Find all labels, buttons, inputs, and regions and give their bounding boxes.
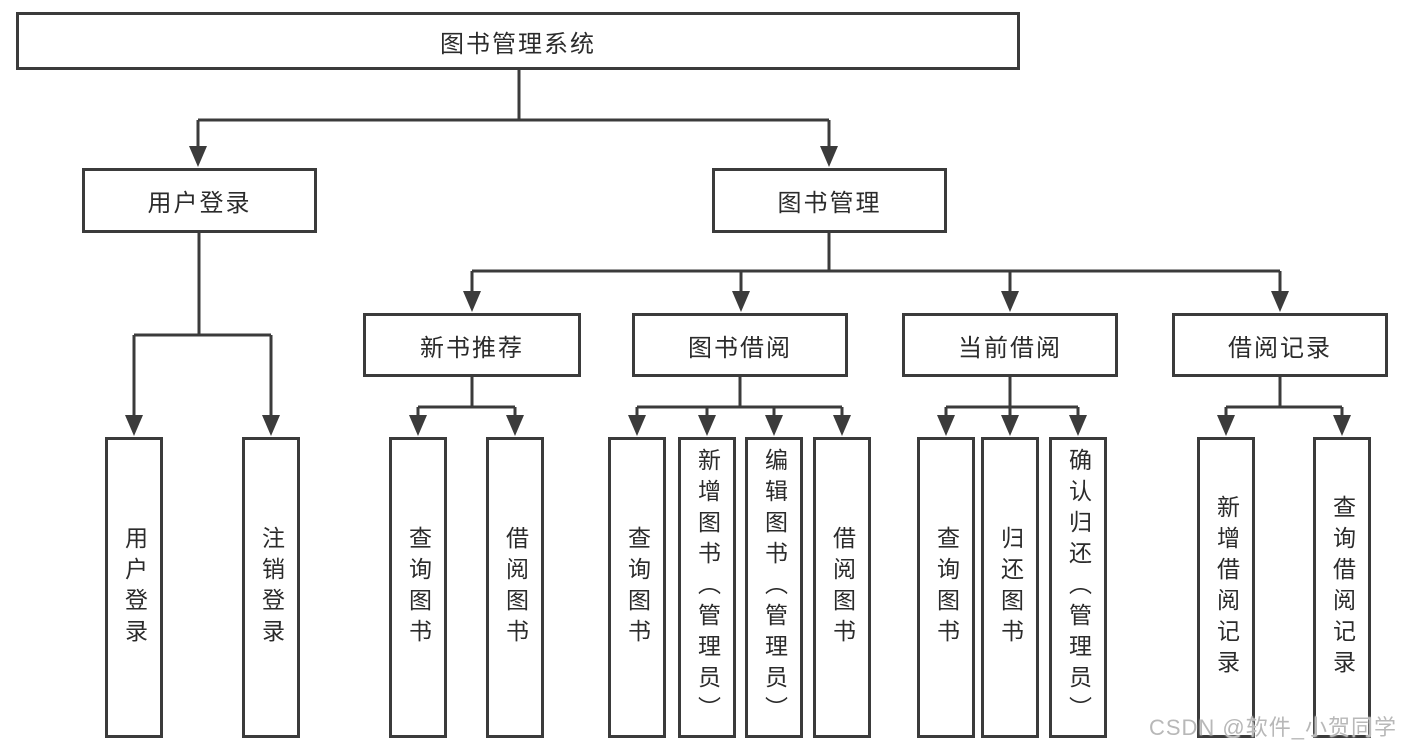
csdn-watermark: CSDN @软件_小贺同学 <box>1148 715 1397 740</box>
node-book-borrowing-label: 图书借阅 <box>688 334 792 362</box>
node-library-system: 图书管理系统 <box>16 12 1020 70</box>
node-library-system-label: 图书管理系统 <box>440 30 596 58</box>
leaf-query-books-current: 查询图书 <box>917 437 975 738</box>
leaf-query-books-recommend-label: 查询图书 <box>405 525 432 650</box>
leaf-user-login-label: 用户登录 <box>121 525 148 650</box>
leaf-borrow-books-borrowing-label: 借阅图书 <box>829 525 856 650</box>
node-book-management-label: 图书管理 <box>777 190 882 217</box>
node-current-borrowing: 当前借阅 <box>902 313 1118 377</box>
leaf-query-borrow-record: 查询借阅记录 <box>1313 437 1371 738</box>
connector-book-borrowing-children <box>628 377 851 436</box>
leaf-add-book-admin-label: 新增图书（管理员） <box>694 448 721 727</box>
node-user-login: 用户登录 <box>82 168 317 233</box>
leaf-confirm-return-admin-label: 确认归还（管理员） <box>1065 448 1092 727</box>
connector-book-management-children <box>463 233 1289 312</box>
leaf-add-book-admin: 新增图书（管理员） <box>678 437 736 738</box>
leaf-confirm-return-admin: 确认归还（管理员） <box>1049 437 1107 738</box>
node-new-book-recommend-label: 新书推荐 <box>420 334 524 362</box>
leaf-add-borrow-record-label: 新增借阅记录 <box>1213 494 1240 681</box>
leaf-return-book-label: 归还图书 <box>997 525 1024 650</box>
leaf-query-books-borrowing-label: 查询图书 <box>624 525 651 650</box>
leaf-query-borrow-record-label: 查询借阅记录 <box>1329 494 1356 681</box>
leaf-add-borrow-record: 新增借阅记录 <box>1197 437 1255 738</box>
node-borrowing-records-label: 借阅记录 <box>1228 334 1332 362</box>
leaf-borrow-books-borrowing: 借阅图书 <box>813 437 871 738</box>
leaf-logout: 注销登录 <box>242 437 300 738</box>
node-user-login-label: 用户登录 <box>147 190 252 217</box>
leaf-borrow-books-recommend: 借阅图书 <box>486 437 544 738</box>
leaf-query-books-borrowing: 查询图书 <box>608 437 666 738</box>
leaf-user-login: 用户登录 <box>105 437 163 738</box>
node-book-borrowing: 图书借阅 <box>632 313 848 377</box>
connector-current-borrowing-children <box>937 377 1087 436</box>
leaf-query-books-current-label: 查询图书 <box>933 525 960 650</box>
node-current-borrowing-label: 当前借阅 <box>958 334 1062 362</box>
leaf-edit-book-admin: 编辑图书（管理员） <box>745 437 803 738</box>
connector-root-to-level2 <box>189 70 838 167</box>
node-new-book-recommend: 新书推荐 <box>363 313 581 377</box>
leaf-borrow-books-recommend-label: 借阅图书 <box>502 525 529 650</box>
connector-borrowing-records-children <box>1217 377 1351 436</box>
leaf-query-books-recommend: 查询图书 <box>389 437 447 738</box>
leaf-return-book: 归还图书 <box>981 437 1039 738</box>
leaf-edit-book-admin-label: 编辑图书（管理员） <box>761 448 788 727</box>
connector-new-book-recommend-children <box>409 377 524 436</box>
node-borrowing-records: 借阅记录 <box>1172 313 1388 377</box>
connector-user-login-children <box>125 233 280 436</box>
node-book-management: 图书管理 <box>712 168 947 233</box>
leaf-logout-label: 注销登录 <box>258 525 285 650</box>
